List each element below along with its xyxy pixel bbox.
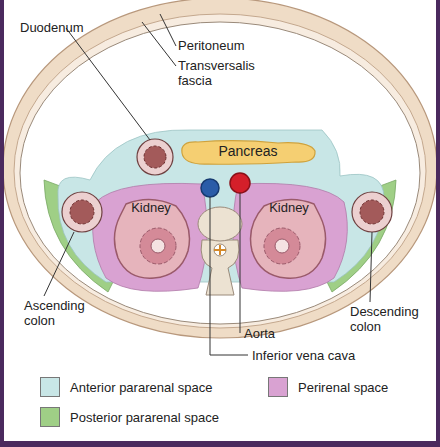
node-text: Kidney xyxy=(244,200,334,215)
part-label: Ascending colon xyxy=(24,298,104,328)
part-label: Descending colon xyxy=(350,304,430,334)
legend-text: Posterior pararenal space xyxy=(70,410,219,425)
legend-text: Anterior pararenal space xyxy=(70,380,212,395)
part-label: Peritoneum xyxy=(178,38,278,53)
part-label: Duodenum xyxy=(20,20,100,35)
node-text: Kidney xyxy=(106,200,196,215)
legend-swatch xyxy=(40,377,60,397)
part-label: Aorta xyxy=(244,326,324,341)
part-label: Inferior vena cava xyxy=(252,348,392,363)
kidney-node: Kidney xyxy=(106,196,196,282)
legend-swatch xyxy=(40,407,60,427)
legend-swatch xyxy=(268,377,288,397)
legend-text: Perirenal space xyxy=(298,380,388,395)
kidney-node: Kidney xyxy=(244,196,334,282)
node-text: Pancreas xyxy=(178,144,318,159)
part-label: Transversalis fascia xyxy=(178,58,268,88)
pancreas-node: Pancreas xyxy=(178,137,318,167)
